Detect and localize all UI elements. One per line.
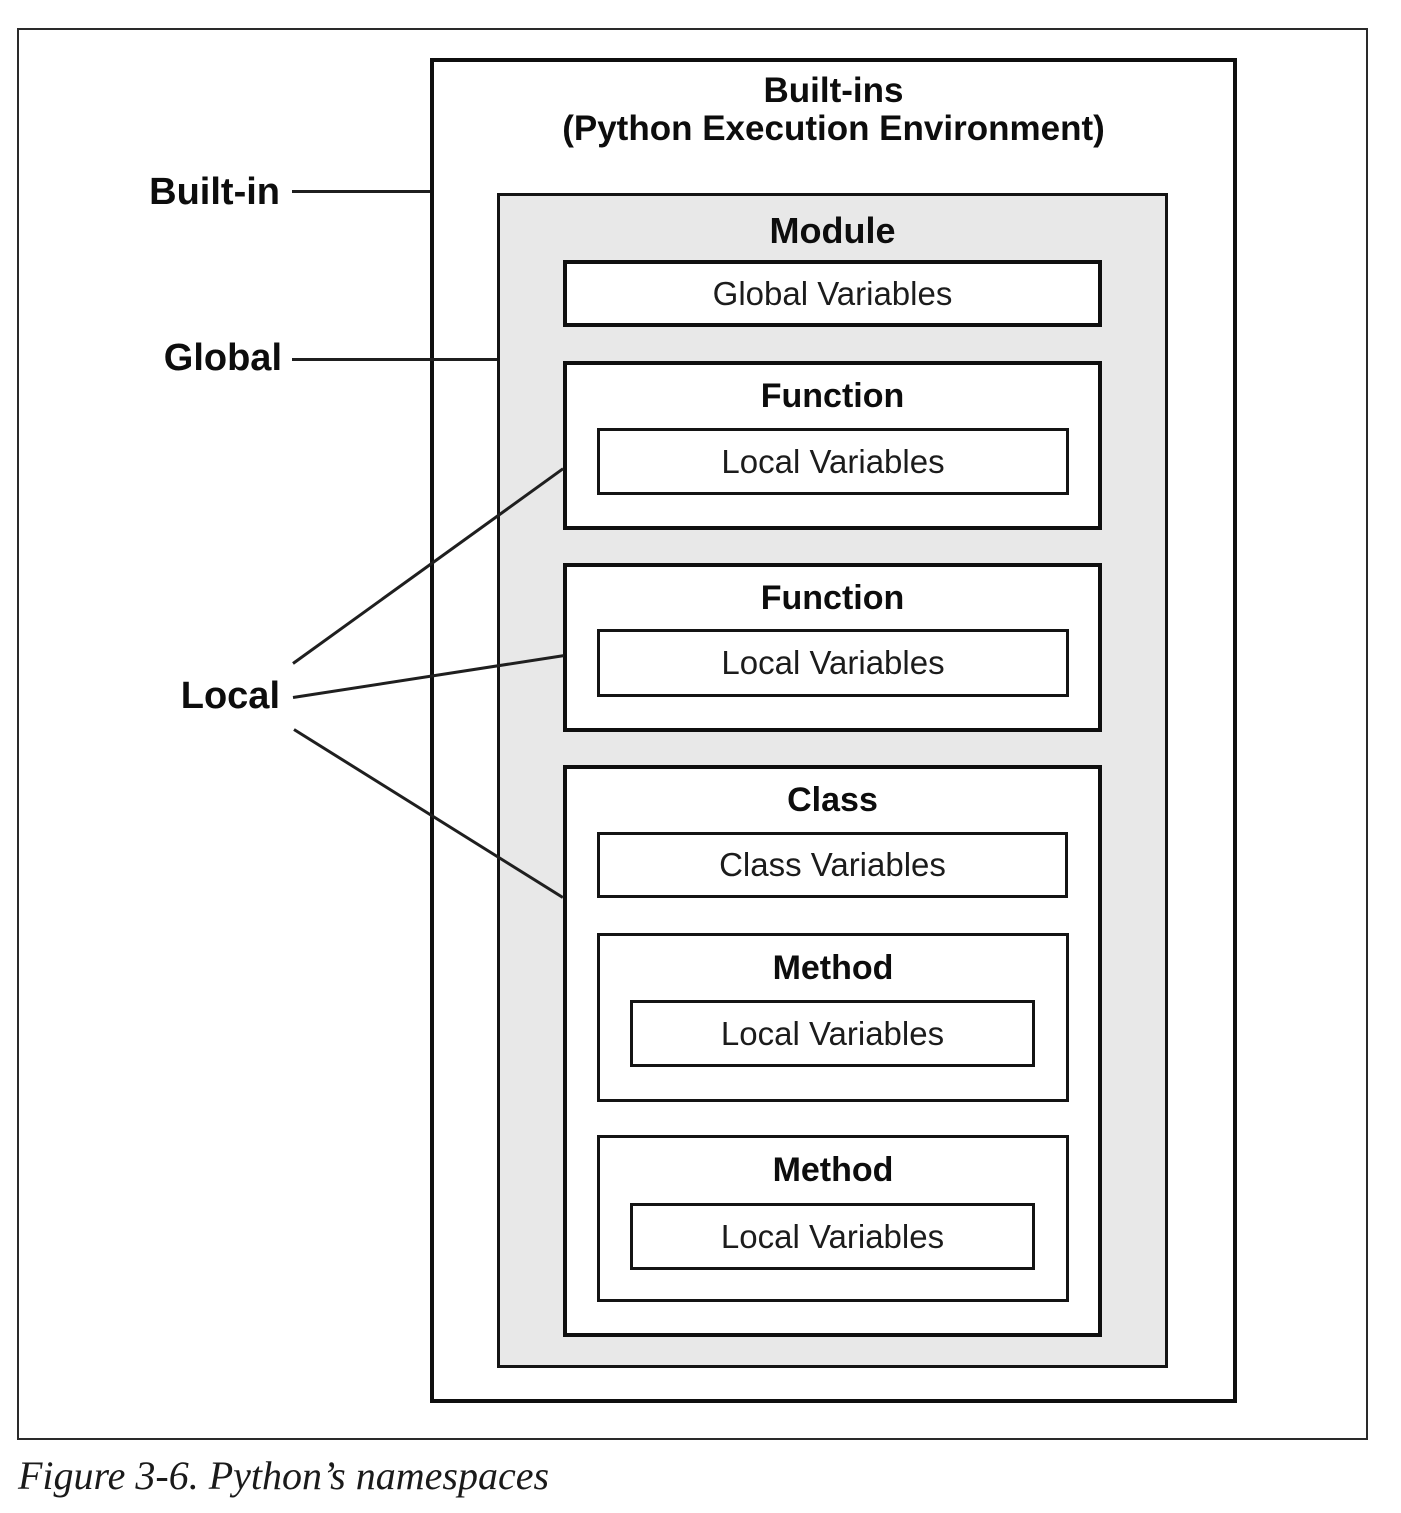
builtins-title-line1: Built-ins <box>763 71 904 110</box>
function-1-local-variables-box: Local Variables <box>597 428 1069 495</box>
label-builtin: Built-in <box>149 171 280 213</box>
method-1-local-variables-box: Local Variables <box>630 1000 1035 1067</box>
method-title-2: Method <box>772 1151 894 1189</box>
class-title: Class <box>787 781 878 819</box>
class-variables-box: Class Variables <box>597 832 1068 898</box>
global-variables-box: Global Variables <box>563 260 1102 327</box>
builtins-title-line2: (Python Execution Environment) <box>562 109 1105 148</box>
function-title-2: Function <box>760 579 905 617</box>
figure-frame <box>17 28 1368 1440</box>
function-2-local-variables-box: Local Variables <box>597 629 1069 697</box>
builtin-connector-line <box>292 190 430 193</box>
module-title: Module <box>769 210 896 251</box>
label-local: Local <box>180 675 280 717</box>
method-title-1: Method <box>772 949 894 987</box>
method-2-local-variables-box: Local Variables <box>630 1203 1035 1270</box>
global-connector-line <box>292 358 497 361</box>
figure-caption: Figure 3-6. Python’s namespaces <box>18 1453 550 1498</box>
builtins-title: Built-ins (Python Execution Environment) <box>434 72 1233 148</box>
label-global: Global <box>163 337 282 379</box>
function-title-1: Function <box>760 377 905 415</box>
